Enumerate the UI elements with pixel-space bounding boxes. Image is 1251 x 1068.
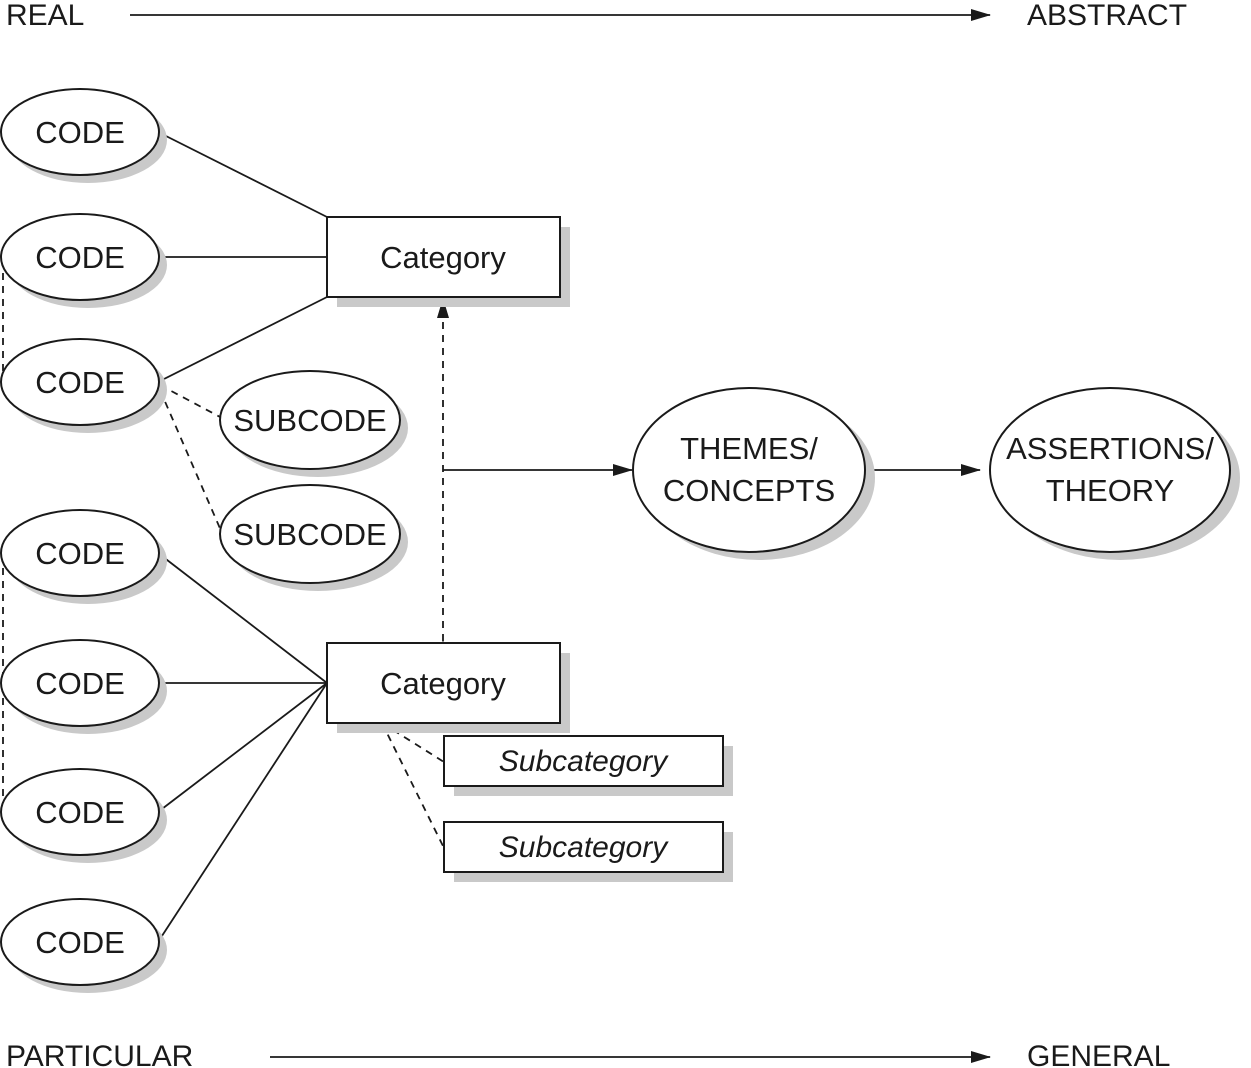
subcode-node-1: SUBCODE xyxy=(219,370,408,477)
category-label: Category xyxy=(380,240,506,275)
code-node-5: CODE xyxy=(0,639,167,734)
code-label: CODE xyxy=(35,240,125,275)
subcode-label: SUBCODE xyxy=(233,517,386,552)
axis-label-general: GENERAL xyxy=(1027,1040,1170,1068)
assertions-label-line1: ASSERTIONS/ xyxy=(1006,431,1214,466)
code-label: CODE xyxy=(35,115,125,150)
edge-category2-subcategory2 xyxy=(381,722,445,849)
edge-code1-category1 xyxy=(157,131,328,218)
code-node-7: CODE xyxy=(0,898,167,993)
code-label: CODE xyxy=(35,536,125,571)
themes-label-line2: CONCEPTS xyxy=(663,473,835,508)
edge-code7-category2 xyxy=(157,682,328,943)
axis-label-abstract: ABSTRACT xyxy=(1027,0,1187,32)
edge-code6-category2 xyxy=(157,682,328,813)
code-node-6: CODE xyxy=(0,768,167,863)
code-node-2: CODE xyxy=(0,213,167,308)
category-node-2: Category xyxy=(326,642,570,733)
code-node-1: CODE xyxy=(0,88,167,183)
axis-label-particular: PARTICULAR xyxy=(6,1040,193,1068)
subcategory-label: Subcategory xyxy=(499,831,669,864)
edge-code3-subcode1 xyxy=(159,384,223,419)
edge-code4-category2 xyxy=(157,552,328,684)
subcategory-node-1: Subcategory xyxy=(443,735,733,796)
subcode-node-2: SUBCODE xyxy=(219,484,408,591)
code-label: CODE xyxy=(35,795,125,830)
edge-code3-category1 xyxy=(157,296,328,383)
category-label: Category xyxy=(380,666,506,701)
code-label: CODE xyxy=(35,666,125,701)
themes-label-line1: THEMES/ xyxy=(680,431,818,466)
code-node-3: CODE xyxy=(0,338,167,433)
assertions-label-line2: THEORY xyxy=(1046,473,1175,508)
subcategory-label: Subcategory xyxy=(499,745,669,778)
subcode-label: SUBCODE xyxy=(233,403,386,438)
assertions-theory-node: ASSERTIONS/ THEORY xyxy=(989,387,1240,560)
axis-label-real: REAL xyxy=(6,0,84,32)
subcategory-node-2: Subcategory xyxy=(443,821,733,882)
code-label: CODE xyxy=(35,925,125,960)
themes-concepts-node: THEMES/ CONCEPTS xyxy=(632,387,875,560)
code-label: CODE xyxy=(35,365,125,400)
category-node-1: Category xyxy=(326,216,570,307)
code-node-4: CODE xyxy=(0,509,167,604)
edge-code3-subcode2 xyxy=(159,389,223,534)
